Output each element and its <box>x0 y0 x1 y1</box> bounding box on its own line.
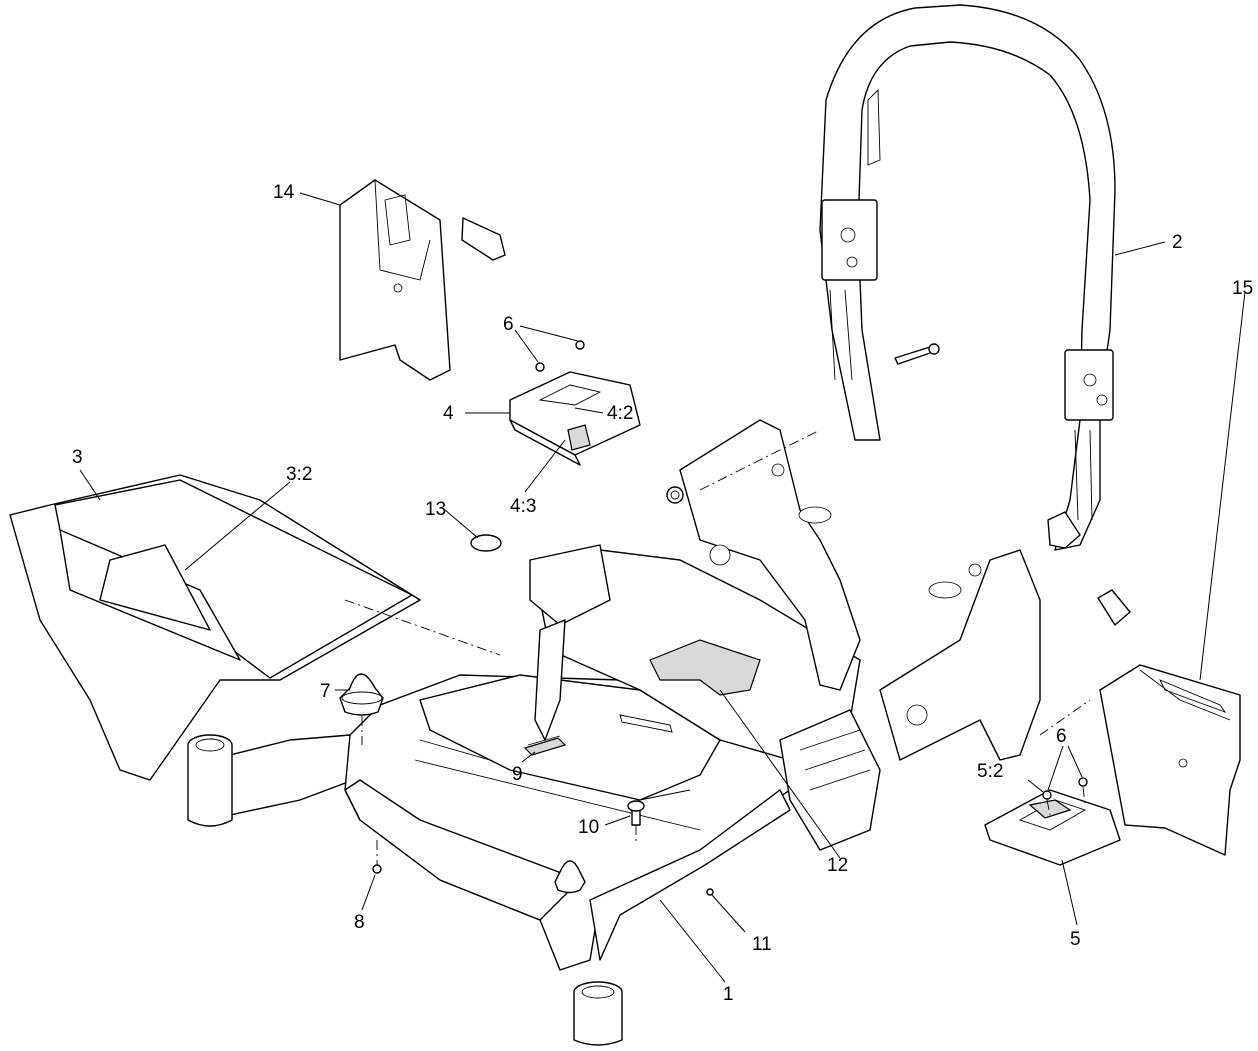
leader-9 <box>521 751 536 763</box>
leader-5 <box>1061 859 1078 926</box>
callout-3-2: 3:2 <box>286 464 312 485</box>
grommet-9 <box>523 735 567 756</box>
callout-9: 9 <box>512 764 523 785</box>
leader-10 <box>604 815 631 826</box>
leader-11 <box>711 894 746 933</box>
alignment-line-rollbar <box>699 429 821 491</box>
leader-3-2 <box>184 481 291 571</box>
leader-14 <box>299 192 341 206</box>
screw-6-bottom <box>1042 777 1088 800</box>
callout-4-3: 4:3 <box>510 496 536 517</box>
leader-6-top-a <box>519 325 579 342</box>
foot-plate <box>9 474 421 781</box>
callout-8: 8 <box>354 912 365 933</box>
leader-2 <box>1114 241 1166 256</box>
alignment-line-screw-2 <box>1082 786 1086 806</box>
leader-15 <box>1199 291 1246 681</box>
right-shield <box>1097 589 1241 856</box>
bolt-frame <box>666 486 684 504</box>
bracket-4 <box>509 371 641 466</box>
screw-6-top <box>535 340 585 372</box>
callout-13: 13 <box>425 499 446 520</box>
callout-4-2: 4:2 <box>607 403 633 424</box>
bumper-7-front <box>554 860 586 894</box>
bolt-8 <box>372 864 382 874</box>
leader-13 <box>444 509 479 539</box>
callout-7: 7 <box>320 681 331 702</box>
main-frame <box>187 419 1041 1046</box>
roll-bar-pin <box>894 343 940 365</box>
callout-6-bottom: 6 <box>1056 726 1067 747</box>
callout-14: 14 <box>273 182 295 203</box>
bolt-10 <box>627 800 645 826</box>
leader-12 <box>719 689 841 859</box>
leader-4-3 <box>524 439 566 493</box>
callout-12: 12 <box>827 855 848 876</box>
callout-3: 3 <box>72 447 83 468</box>
alignment-line-footplate <box>344 599 501 656</box>
callout-2: 2 <box>1172 232 1183 253</box>
callout-15: 15 <box>1232 278 1253 299</box>
left-shield <box>339 179 506 381</box>
leader-8 <box>361 874 376 911</box>
callout-5-2: 5:2 <box>977 761 1003 782</box>
plug-13 <box>470 534 502 552</box>
callout-5: 5 <box>1070 929 1081 950</box>
leader-6-top-b <box>514 329 539 363</box>
bumper-7 <box>339 673 384 716</box>
leader-5-2 <box>1027 779 1044 793</box>
decal-plate <box>649 639 761 696</box>
leader-6-bottom-b <box>1067 745 1083 778</box>
callout-6-top: 6 <box>503 314 514 335</box>
callout-4: 4 <box>443 403 454 424</box>
leader-1 <box>659 899 726 983</box>
bracket-5 <box>984 789 1121 866</box>
pin-11 <box>706 888 714 896</box>
callout-11: 11 <box>752 934 772 955</box>
leader-3 <box>79 469 101 501</box>
callout-10: 10 <box>578 817 599 838</box>
leader-4-2 <box>574 407 604 414</box>
leader-6-bottom-a <box>1047 745 1064 791</box>
callout-1: 1 <box>723 984 734 1005</box>
alignment-line-screw <box>1046 799 1051 816</box>
roll-bar <box>819 4 1116 551</box>
